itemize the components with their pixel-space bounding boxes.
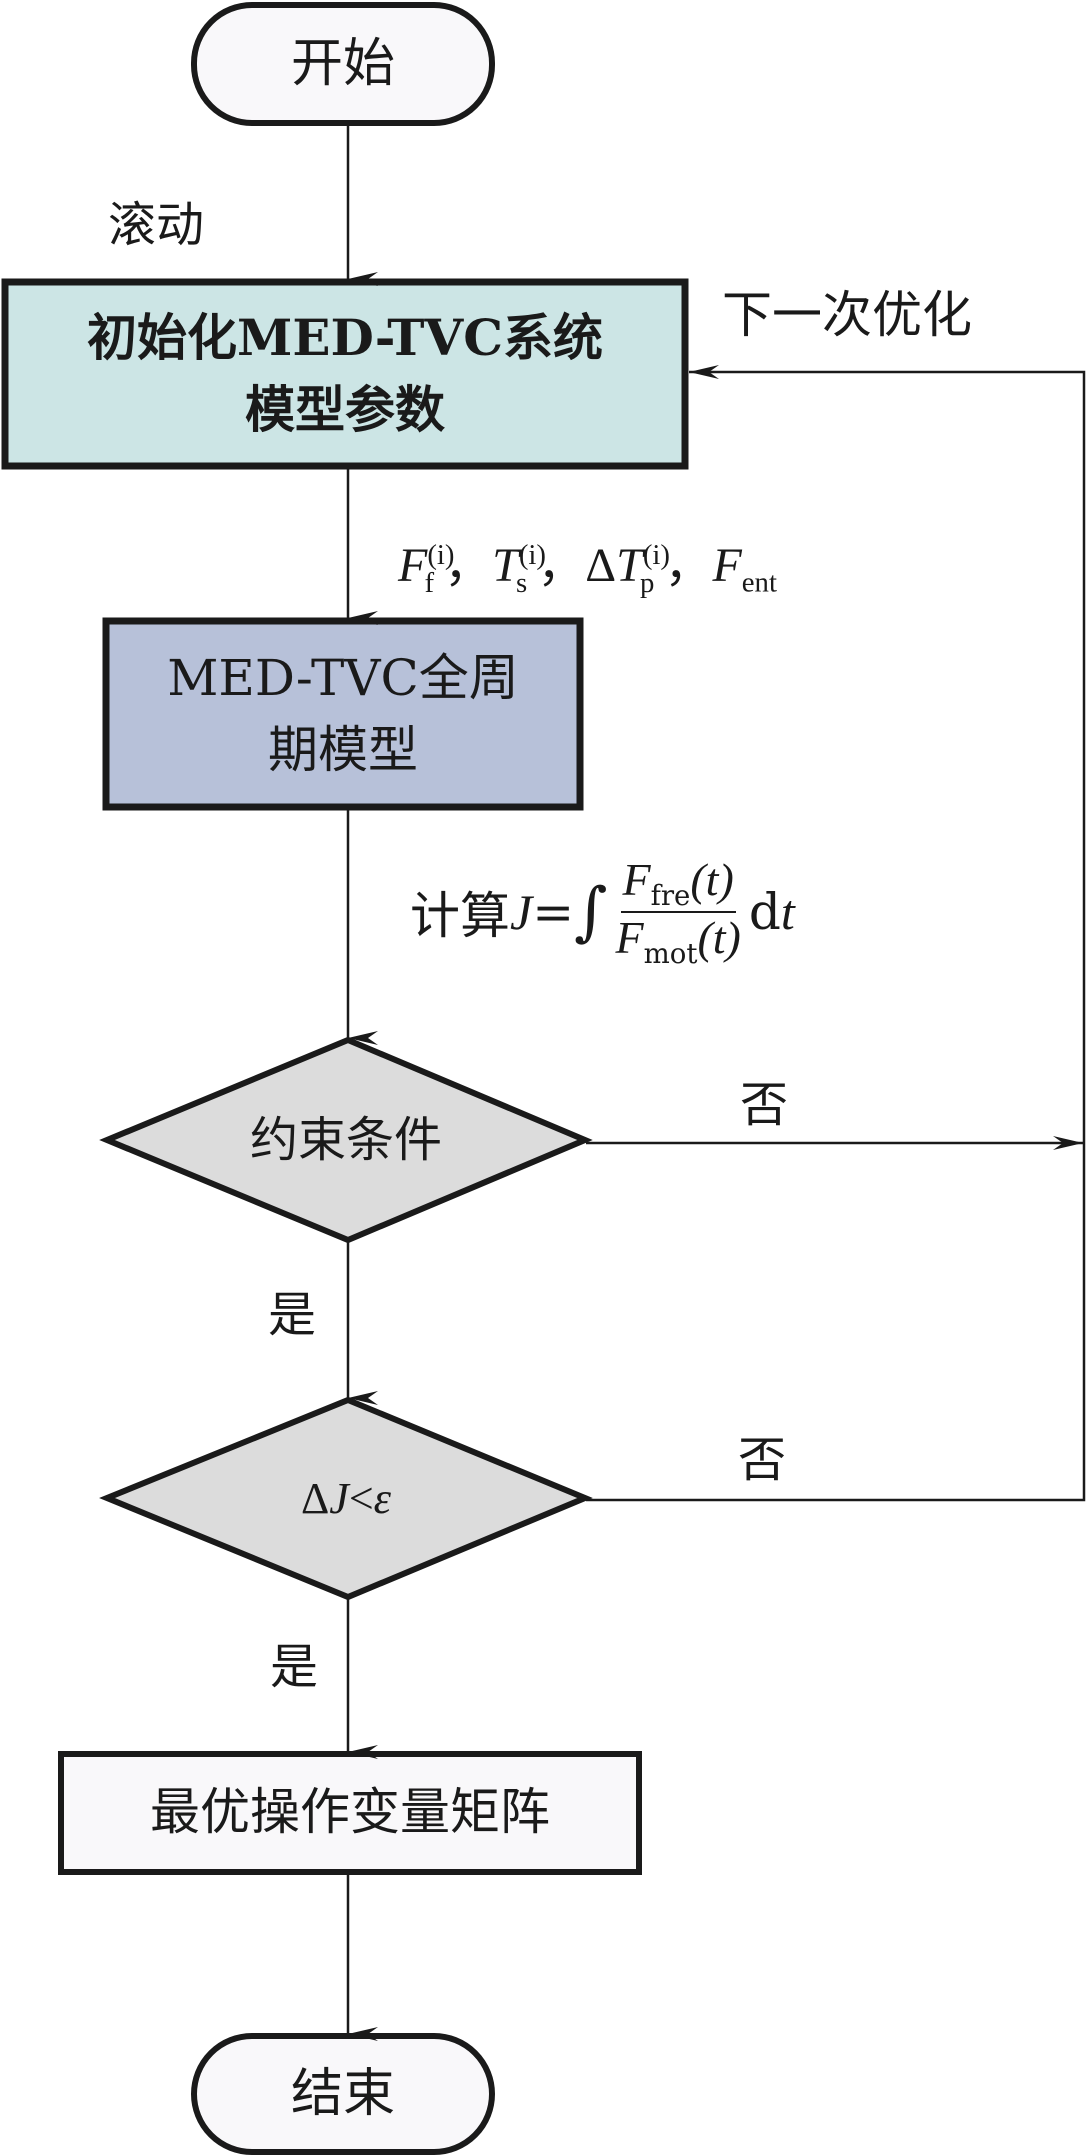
init-label-line1: 初始化MED-TVC系统 <box>86 307 603 367</box>
constraint-yes-label: 是 <box>268 1287 317 1343</box>
init-process-box <box>1 278 689 470</box>
delta-symbol: Δ <box>301 1473 330 1523</box>
param-fent-main: F <box>712 539 742 592</box>
init-label-wrap: 初始化MED-TVC系统 模型参数 <box>5 282 685 466</box>
less-than: < <box>348 1473 374 1523</box>
formula-numerator: Ffre(t) <box>620 854 736 914</box>
convergence-label-wrap: ΔJ<ε <box>107 1400 585 1597</box>
next-optimization-label: 下一次优化 <box>722 286 972 344</box>
result-process-box <box>58 1751 642 1875</box>
edge-convergence-no-loop <box>586 365 1086 1502</box>
result-label: 最优操作变量矩阵 <box>150 1783 550 1842</box>
start-terminal <box>191 2 495 126</box>
constraint-label-wrap: 约束条件 <box>107 1040 585 1240</box>
den-sub: mot <box>643 937 698 971</box>
param-dtp-main: T <box>616 539 643 592</box>
num-main: F <box>622 854 651 905</box>
formula-integral: ∫ <box>574 875 608 950</box>
param-dtp-sup: (i) <box>642 539 671 571</box>
result-label-wrap: 最优操作变量矩阵 <box>61 1754 639 1872</box>
param-dtp-sub: p <box>640 566 655 599</box>
param-ts-main: T <box>492 539 519 592</box>
j-symbol: J <box>329 1473 349 1523</box>
param-fent-sub: ent <box>741 566 777 599</box>
constraint-no-label: 否 <box>740 1077 789 1133</box>
param-ff-main: F <box>398 539 428 592</box>
init-label-line2: 模型参数 <box>245 380 445 439</box>
model-label-wrap: MED-TVC全周 期模型 <box>106 621 580 807</box>
formula-denominator: Fmot(t) <box>613 913 742 969</box>
formula-fraction: Ffre(t) Fmot(t) <box>613 855 742 969</box>
num-sub: fre <box>650 879 691 913</box>
constraint-decision <box>99 1036 593 1244</box>
param-ff-sub: f <box>424 566 435 599</box>
param-sep-2: ， <box>537 539 586 592</box>
convergence-decision <box>99 1396 593 1601</box>
param-dtp-delta: Δ <box>585 539 617 592</box>
convergence-yes-label: 是 <box>270 1639 319 1695</box>
param-sep-1: ， <box>444 539 493 592</box>
params-label: F(i)f，T(i)s，ΔT(i)p，Fent <box>398 525 777 600</box>
constraint-label: 约束条件 <box>249 1111 442 1168</box>
end-terminal <box>191 2033 495 2155</box>
formula-prefix: 计算 <box>410 887 510 946</box>
formula-eq: = <box>532 883 575 942</box>
formula-t: t <box>780 884 795 941</box>
model-label-line2: 期模型 <box>268 721 418 779</box>
param-sep-3: ， <box>664 539 713 592</box>
end-label-wrap: 结束 <box>194 2036 492 2152</box>
start-label-wrap: 开始 <box>194 5 492 123</box>
epsilon-symbol: ε <box>373 1473 391 1523</box>
param-ts-sup: (i) <box>518 539 547 571</box>
start-label: 开始 <box>290 33 395 94</box>
den-main: F <box>615 912 644 964</box>
param-ff-sup: (i) <box>427 539 455 571</box>
num-arg: (t) <box>690 854 734 905</box>
rolling-label: 滚动 <box>108 197 205 253</box>
convergence-label: ΔJ<ε <box>301 1469 391 1528</box>
end-label: 结束 <box>290 2063 395 2124</box>
formula-lhs: J <box>510 884 533 941</box>
formula-d: d <box>748 883 781 942</box>
den-arg: (t) <box>697 912 741 964</box>
model-label-line1: MED-TVC全周 <box>167 648 519 707</box>
param-ts-sub: s <box>516 566 528 599</box>
convergence-no-label: 否 <box>738 1432 787 1488</box>
model-process-box <box>102 617 584 811</box>
